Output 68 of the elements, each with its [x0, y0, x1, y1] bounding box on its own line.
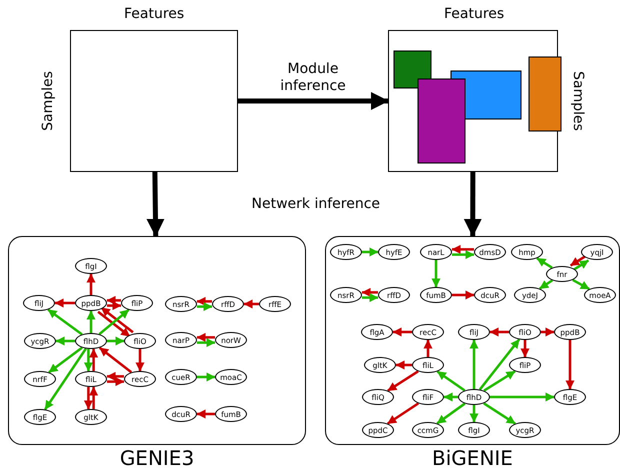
arrow [196, 296, 212, 306]
arrow [464, 172, 482, 237]
arrow [386, 402, 420, 425]
arrow [44, 348, 87, 410]
arrow [490, 328, 509, 336]
axis-label: Samples [40, 71, 56, 131]
arrow [432, 260, 440, 288]
arrow [54, 298, 75, 308]
arrow [86, 310, 96, 333]
arrow [107, 377, 124, 386]
arrow [47, 308, 83, 336]
arrow [483, 402, 516, 425]
arrow [107, 336, 124, 346]
axis-label: Samples [570, 71, 586, 131]
arrow [98, 346, 132, 374]
arrow [452, 244, 474, 254]
arrow [541, 328, 554, 336]
arrow [452, 250, 474, 260]
arrow [566, 340, 574, 390]
arrow [197, 302, 212, 312]
arrow [572, 278, 590, 290]
arrow [520, 340, 530, 358]
arrow [196, 332, 215, 342]
axis-label: Features [444, 6, 504, 22]
arrow [444, 392, 458, 402]
panel-title: GENIE3 [118, 447, 196, 469]
arrow [436, 402, 466, 424]
arrow [490, 392, 554, 402]
arrow [452, 290, 474, 300]
arrow [483, 370, 516, 392]
arrow [89, 386, 98, 409]
arrow [196, 410, 215, 418]
arrow [197, 372, 216, 382]
arrow [570, 255, 586, 267]
arrow [470, 340, 478, 389]
arrow [396, 360, 412, 370]
panel-title: BiGENIE [431, 447, 514, 469]
arrow [86, 274, 96, 295]
axis-label: Features [124, 6, 184, 22]
arrow [146, 172, 164, 237]
arrow [392, 328, 412, 336]
edge-label: Module inference [279, 61, 347, 95]
arrow [572, 259, 590, 271]
arrow [238, 92, 389, 110]
arrow [244, 300, 259, 308]
arrow [197, 338, 216, 348]
arrow [436, 370, 466, 392]
arrow [539, 279, 553, 290]
arrow [48, 346, 83, 374]
arrow [470, 405, 478, 422]
arrow [478, 338, 520, 390]
arrow [136, 349, 144, 372]
arrow [536, 257, 553, 269]
arrow [89, 348, 98, 371]
arrow [56, 336, 75, 346]
step-label: Netwerk inference [252, 196, 380, 212]
arrow [424, 340, 432, 357]
arrow [84, 387, 93, 410]
arrow [387, 370, 419, 392]
arrow [84, 349, 93, 372]
arrow [362, 248, 378, 256]
arrow [106, 296, 121, 305]
arrow [107, 301, 122, 310]
arrow [362, 293, 378, 302]
arrow [106, 372, 124, 381]
arrow [100, 306, 134, 334]
matrix-box [70, 30, 238, 172]
arrow [362, 288, 378, 297]
